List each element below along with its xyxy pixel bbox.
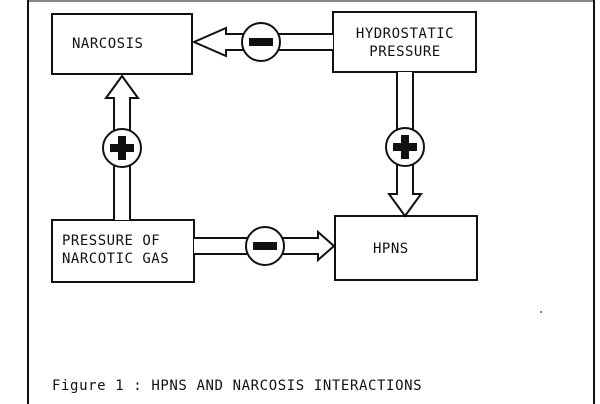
edge-sign-gas-to-hpns <box>245 226 285 266</box>
edge-sign-gas-to-narcosis <box>102 128 142 168</box>
node-label-gas-line-1: PRESSURE OF <box>62 233 161 249</box>
node-label-gas-line-2: NARCOTIC GAS <box>62 251 170 267</box>
node-label-hpns: HPNS <box>373 241 409 257</box>
node-label-hydrostatic-line-2: PRESSURE <box>369 44 441 60</box>
edge-sign-hydrostatic-to-narcosis <box>241 22 281 62</box>
node-box-narcosis <box>51 13 193 75</box>
node-label-pressure-of-narcotic-gas: PRESSURE OF NARCOTIC GAS <box>62 232 169 268</box>
node-label-hydrostatic-pressure: HYDROSTATIC PRESSURE <box>345 25 465 61</box>
figure-caption: Figure 1 : HPNS AND NARCOSIS INTERACTION… <box>52 378 423 394</box>
node-label-narcosis: NARCOSIS <box>72 36 144 52</box>
edge-sign-hydrostatic-to-hpns <box>385 127 425 167</box>
node-label-hydrostatic-line-1: HYDROSTATIC <box>355 26 455 42</box>
scan-speck <box>540 311 542 313</box>
